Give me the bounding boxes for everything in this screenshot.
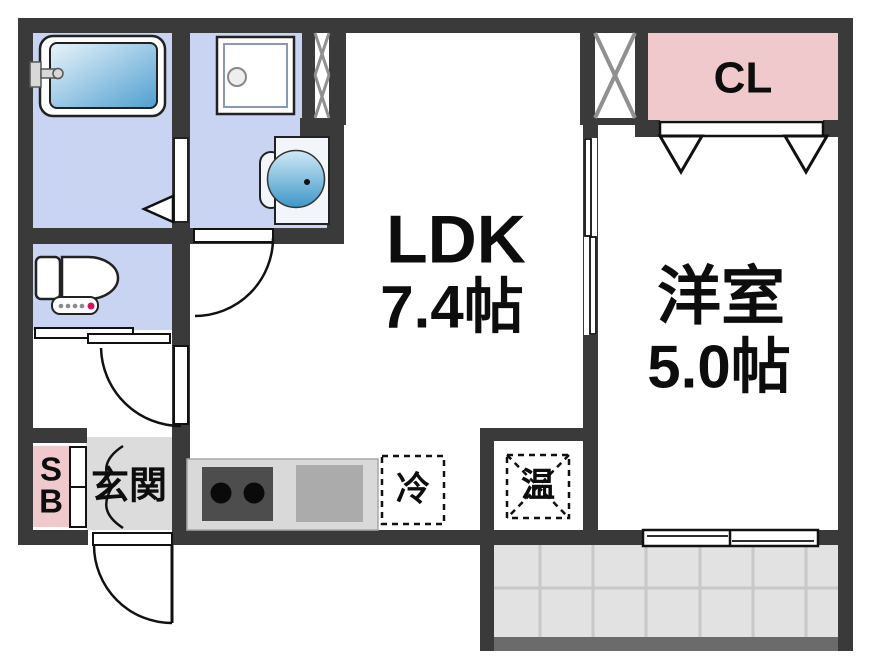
washroom-door-icon: [193, 228, 275, 318]
wall-closet-stub-left: [635, 120, 660, 137]
wall-bottom-main: [175, 530, 643, 545]
entrance-label: 玄関: [90, 465, 168, 508]
wall-vanity-right: [327, 137, 344, 228]
pipe-space-x-icon: [313, 32, 637, 119]
wall-top: [18, 18, 853, 33]
vanity-basin-icon: [259, 136, 330, 225]
bedroom-sliding-door-icon: [584, 138, 597, 335]
refrigerator-label: 冷: [396, 470, 430, 509]
entrance-floor: [86, 437, 172, 530]
shoe-box-door-icon: [69, 446, 87, 528]
wall-bottom-right: [818, 530, 853, 545]
washing-machine-pan-icon: [215, 35, 296, 116]
water-heater-label: 温: [521, 466, 555, 505]
wall-above-shoebox: [18, 428, 87, 443]
ldk-room-label: LDK: [386, 201, 526, 278]
bathtub-icon: [38, 34, 167, 118]
water-heater-dashed-box: [505, 453, 571, 520]
refrigerator-dashed-box: [380, 454, 446, 526]
western-room-size-label: 5.0帖: [647, 333, 791, 401]
toilet-icon: [34, 255, 120, 315]
bath-faucet-icon: [29, 61, 64, 88]
entrance-door-icon: [92, 532, 174, 625]
toilet-sliding-door-icon: [34, 327, 171, 344]
ldk-size-label: 7.4帖: [380, 273, 524, 341]
sliding-window-icon: [641, 528, 820, 548]
kitchen-sink-icon: [296, 465, 363, 522]
hall-door-icon: [99, 345, 189, 428]
wall-left: [18, 18, 33, 545]
wall-heater-alcove-left: [480, 440, 494, 651]
balcony-rail: [480, 637, 853, 651]
wall-bottom-left: [18, 530, 88, 545]
wall-under-washroom: [18, 228, 344, 244]
closet-folding-door-icon: [657, 120, 830, 175]
wall-vanity-top: [300, 118, 344, 137]
bathroom-door-icon: [140, 137, 189, 224]
entrance-step-curve: [105, 444, 124, 530]
closet-label: CL: [713, 53, 773, 103]
wall-heater-alcove-top: [480, 428, 590, 441]
wall-closet-stub-right: [823, 120, 853, 137]
wall-right: [838, 18, 853, 651]
shoe-box-area: [33, 446, 70, 527]
closet-area: [648, 33, 838, 120]
balcony-tile-grid: [494, 545, 838, 637]
western-room-label: 洋室: [657, 260, 785, 333]
shoe-box-label: S B: [39, 450, 63, 520]
kitchen-counter: [186, 458, 379, 531]
